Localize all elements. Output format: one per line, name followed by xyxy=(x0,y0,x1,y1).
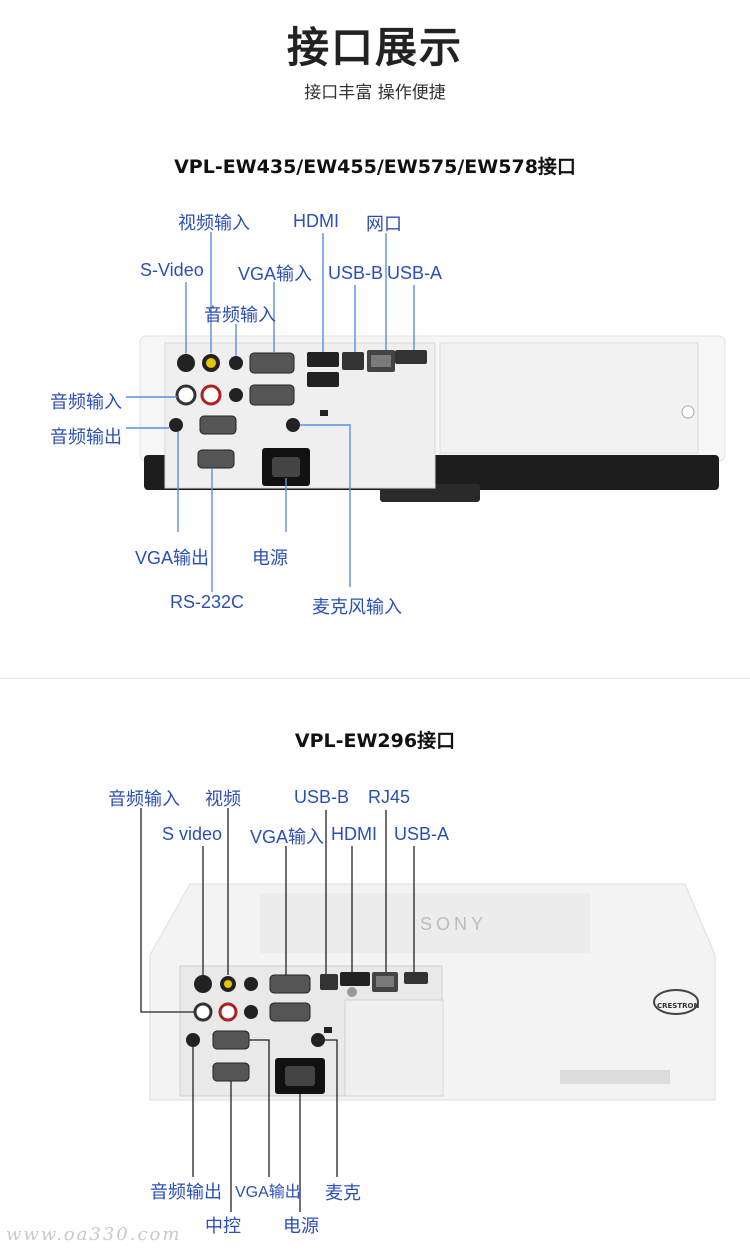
watermark: www.oa330.com xyxy=(6,1224,182,1245)
label-vga-output: VGA输出 xyxy=(135,548,210,568)
label-usb-b-2: USB-B xyxy=(294,787,350,807)
label-audio-output: 音频输出 xyxy=(50,427,122,447)
projector-1-leader-lines xyxy=(126,232,415,592)
projector-1-rear-panel xyxy=(139,335,726,502)
label-audio-output-2: 音频输出 xyxy=(150,1182,222,1202)
page-subtitle: 接口丰富 操作便捷 xyxy=(304,83,446,103)
label-rj45: RJ45 xyxy=(368,787,411,807)
projector-2-body: SONY xyxy=(149,883,716,1101)
label-mic-input: 麦克风输入 xyxy=(312,597,402,617)
label-usb-a: USB-A xyxy=(387,263,443,283)
section2-model-title: VPL-EW296接口 xyxy=(294,730,456,752)
page-title: 接口展示 xyxy=(286,23,463,72)
label-vga-input: VGA输入 xyxy=(238,264,313,284)
label-usb-a-2: USB-A xyxy=(394,824,450,844)
label-lan: 网口 xyxy=(366,214,402,234)
projector-2-leader-lines xyxy=(140,808,415,1212)
label-vga-output-2: VGA输出 xyxy=(235,1184,301,1201)
section-divider xyxy=(0,678,750,679)
section1-model-title: VPL-EW435/EW455/EW575/EW578接口 xyxy=(174,156,576,178)
label-hdmi: HDMI xyxy=(293,211,339,231)
label-hdmi-2: HDMI xyxy=(331,824,377,844)
brand-logo: SONY xyxy=(420,914,487,934)
label-audio-input-2: 音频输入 xyxy=(108,789,180,809)
label-audio-input-left: 音频输入 xyxy=(50,392,122,412)
crestron-logo: CRESTRON xyxy=(657,1002,699,1010)
label-video-2: 视频 xyxy=(205,789,241,809)
label-vga-input-2: VGA输入 xyxy=(250,827,325,847)
label-s-video: S-Video xyxy=(140,260,204,280)
label-audio-input-top: 音频输入 xyxy=(204,305,276,325)
label-usb-b: USB-B xyxy=(328,263,384,283)
label-mic-2: 麦克 xyxy=(325,1183,361,1203)
label-control: 中控 xyxy=(205,1216,241,1236)
label-power-2: 电源 xyxy=(283,1216,319,1236)
label-power: 电源 xyxy=(252,548,288,568)
label-rs232c: RS-232C xyxy=(170,592,245,612)
label-video-input: 视频输入 xyxy=(178,213,250,233)
label-s-video-2: S video xyxy=(162,824,223,844)
